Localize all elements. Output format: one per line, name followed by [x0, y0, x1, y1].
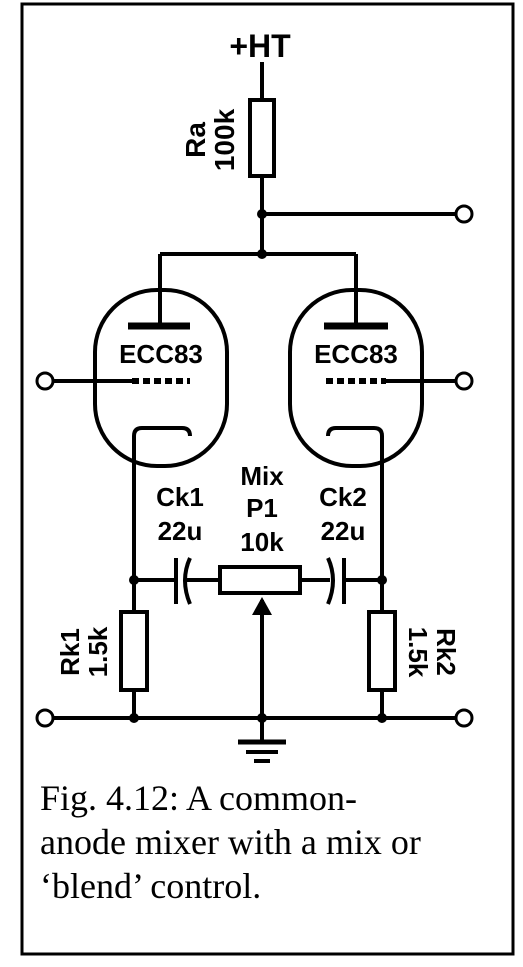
figure-border: [20, 2, 515, 956]
ck2-value: 22u: [321, 516, 366, 546]
ck1-value: 22u: [158, 516, 203, 546]
ra-value: 100k: [209, 108, 240, 171]
ck2-curved-plate: [326, 557, 335, 605]
ground-right-terminal: [454, 708, 474, 728]
rk1-value: 1.5k: [83, 626, 113, 677]
ck2-name: Ck2: [319, 482, 367, 512]
junction-dot: [257, 713, 267, 723]
tube-right-label: ECC83: [314, 339, 398, 369]
pot-p1: [218, 565, 302, 595]
junction-dot: [377, 713, 387, 723]
caption-line: ‘blend’ control.: [40, 866, 262, 906]
supply-label: +HT: [229, 28, 291, 64]
caption-line: Fig. 4.12: A common-: [40, 778, 358, 818]
pot-value: 10k: [240, 527, 284, 557]
ck1-name: Ck1: [156, 482, 204, 512]
tube-right-envelope: [288, 288, 424, 468]
output-terminal: [454, 204, 474, 224]
mix-label: Mix: [240, 461, 284, 491]
caption-line: anode mixer with a mix or: [40, 822, 421, 862]
rk1-name: Rk1: [55, 628, 85, 676]
figure-caption: Fig. 4.12: A common- anode mixer with a …: [40, 776, 515, 908]
ground-icon: [238, 739, 286, 763]
tube-left-label: ECC83: [119, 339, 203, 369]
rk2-name: Rk2: [431, 628, 461, 676]
pot-wiper-arrow: [252, 597, 272, 615]
junction-dot: [129, 713, 139, 723]
tube-right-cathode: [326, 426, 384, 458]
ra-name: Ra: [180, 122, 211, 158]
resistor-rk2: [367, 610, 397, 692]
resistor-rk1: [119, 610, 149, 692]
input-right-terminal: [454, 371, 474, 391]
tube-left-cathode: [132, 426, 192, 458]
rk2-value: 1.5k: [403, 627, 433, 678]
ck1-curved-plate: [183, 557, 192, 605]
ground-left-terminal: [35, 708, 55, 728]
resistor-ra: [248, 98, 276, 178]
input-left-terminal: [35, 371, 55, 391]
tube-left-envelope: [93, 288, 229, 468]
pot-name: P1: [246, 493, 278, 523]
